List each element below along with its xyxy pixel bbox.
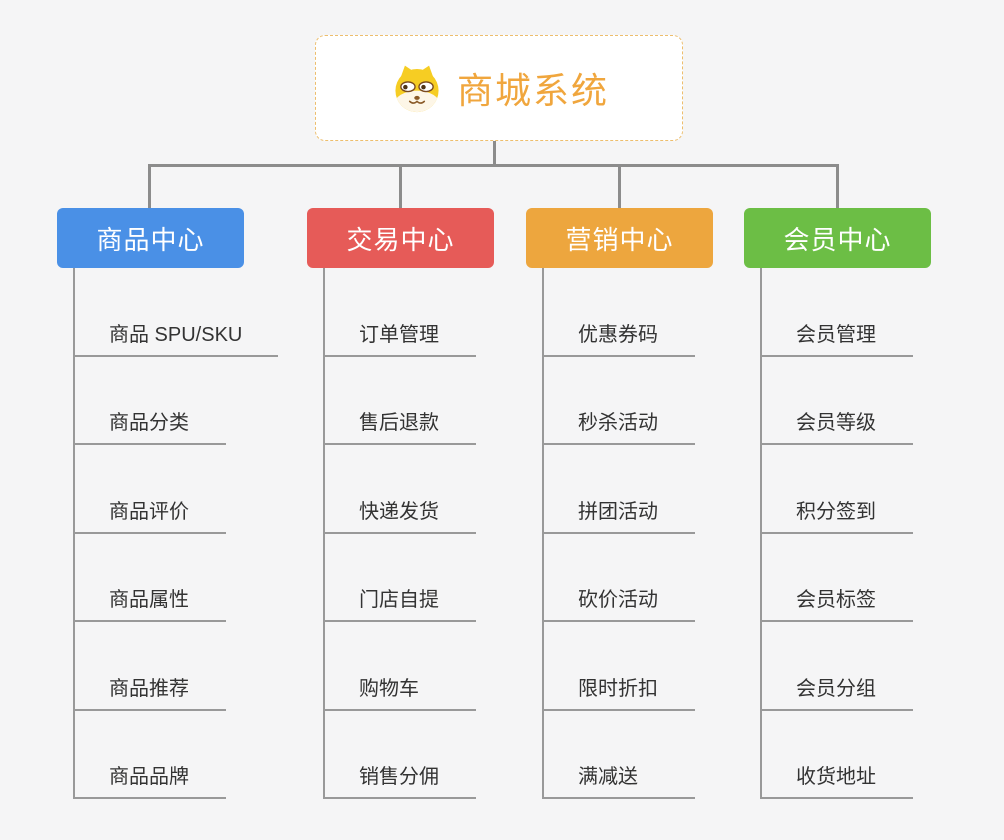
branch-3: 营销中心 优惠券码秒杀活动拼团活动砍价活动限时折扣满减送: [526, 208, 713, 799]
child-topic-label: 商品推荐: [109, 677, 189, 700]
connector-drop-4: [836, 164, 839, 208]
child-topic-label: 优惠券码: [578, 323, 658, 346]
branch-children: 订单管理售后退款快递发货门店自提购物车销售分佣: [323, 268, 476, 799]
branch-children: 会员管理会员等级积分签到会员标签会员分组收货地址: [760, 268, 913, 799]
child-topic[interactable]: 限时折扣: [544, 622, 695, 711]
branch-label: 商品中心: [96, 224, 205, 255]
child-topic[interactable]: 购物车: [325, 622, 476, 711]
child-topic-label: 快递发货: [359, 500, 439, 523]
branch-node[interactable]: 交易中心: [307, 208, 494, 268]
child-topic-label: 订单管理: [359, 323, 439, 346]
child-topic-label: 满减送: [578, 766, 638, 788]
child-topic[interactable]: 订单管理: [325, 268, 476, 357]
child-topic[interactable]: 会员标签: [762, 534, 913, 622]
child-topic[interactable]: 会员等级: [762, 357, 913, 445]
child-topic[interactable]: 满减送: [544, 711, 695, 799]
branch-label: 会员中心: [783, 224, 892, 255]
root-node[interactable]: 商城系统: [315, 35, 683, 141]
branch-node[interactable]: 营销中心: [526, 208, 713, 268]
dog-face-icon: [389, 63, 445, 113]
connector-drop-2: [399, 164, 402, 208]
branch-4: 会员中心 会员管理会员等级积分签到会员标签会员分组收货地址: [744, 208, 931, 799]
branch-1: 商品中心 商品 SPU/SKU 商品分类商品评价商品属性商品推荐商品品牌: [57, 208, 279, 799]
child-topic-label: 会员标签: [796, 589, 876, 611]
child-topic[interactable]: 积分签到: [762, 445, 913, 534]
child-topic[interactable]: 快递发货: [325, 445, 476, 534]
child-topic-label: 销售分佣: [359, 766, 439, 788]
connector-horizontal-bar: [148, 164, 839, 167]
child-topic[interactable]: 商品品牌: [75, 711, 226, 799]
child-topic-label: 秒杀活动: [578, 412, 658, 434]
child-topic-label: 购物车: [359, 677, 419, 700]
branch-label: 交易中心: [346, 224, 455, 255]
connector-root-stem: [493, 141, 496, 165]
child-topic[interactable]: 会员分组: [762, 622, 913, 711]
child-topic[interactable]: 收货地址: [762, 711, 913, 799]
child-topic-label: 会员管理: [796, 323, 876, 346]
child-topic-label: 商品分类: [109, 412, 189, 434]
branch-children: 商品 SPU/SKU 商品分类商品评价商品属性商品推荐商品品牌: [73, 268, 279, 799]
child-topic[interactable]: 售后退款: [325, 357, 476, 445]
child-topic[interactable]: 销售分佣: [325, 711, 476, 799]
branch-2: 交易中心 订单管理售后退款快递发货门店自提购物车销售分佣: [307, 208, 494, 799]
child-topic-label: 会员分组: [796, 677, 876, 700]
child-topic-label: 会员等级: [796, 412, 876, 434]
branch-node[interactable]: 商品中心: [57, 208, 244, 268]
child-topic-label: 积分签到: [796, 500, 876, 523]
child-topic-label: 商品 SPU/SKU: [109, 323, 243, 346]
connector-drop-1: [148, 164, 151, 208]
connector-drop-3: [618, 164, 621, 208]
child-topic[interactable]: 拼团活动: [544, 445, 695, 534]
child-topic[interactable]: 商品 SPU/SKU: [75, 268, 279, 357]
child-topic[interactable]: 商品属性: [75, 534, 226, 622]
child-topic[interactable]: 秒杀活动: [544, 357, 695, 445]
child-topic-label: 收货地址: [796, 766, 876, 788]
child-topic-label: 砍价活动: [578, 589, 658, 611]
child-topic-label: 商品品牌: [109, 766, 189, 788]
child-topic-label: 限时折扣: [578, 677, 658, 700]
branch-node[interactable]: 会员中心: [744, 208, 931, 268]
child-topic[interactable]: 商品评价: [75, 445, 226, 534]
child-topic[interactable]: 商品推荐: [75, 622, 226, 711]
child-topic[interactable]: 会员管理: [762, 268, 913, 357]
root-title: 商城系统: [456, 70, 609, 111]
child-topic-label: 售后退款: [359, 412, 439, 434]
child-topic-label: 拼团活动: [578, 500, 658, 523]
child-topic[interactable]: 商品分类: [75, 357, 226, 445]
branch-children: 优惠券码秒杀活动拼团活动砍价活动限时折扣满减送: [542, 268, 695, 799]
child-topic-label: 商品属性: [109, 589, 189, 611]
child-topic[interactable]: 优惠券码: [544, 268, 695, 357]
child-topic-label: 门店自提: [359, 589, 439, 611]
child-topic-label: 商品评价: [109, 500, 189, 523]
branch-label: 营销中心: [565, 224, 674, 255]
child-topic[interactable]: 砍价活动: [544, 534, 695, 622]
child-topic[interactable]: 门店自提: [325, 534, 476, 622]
